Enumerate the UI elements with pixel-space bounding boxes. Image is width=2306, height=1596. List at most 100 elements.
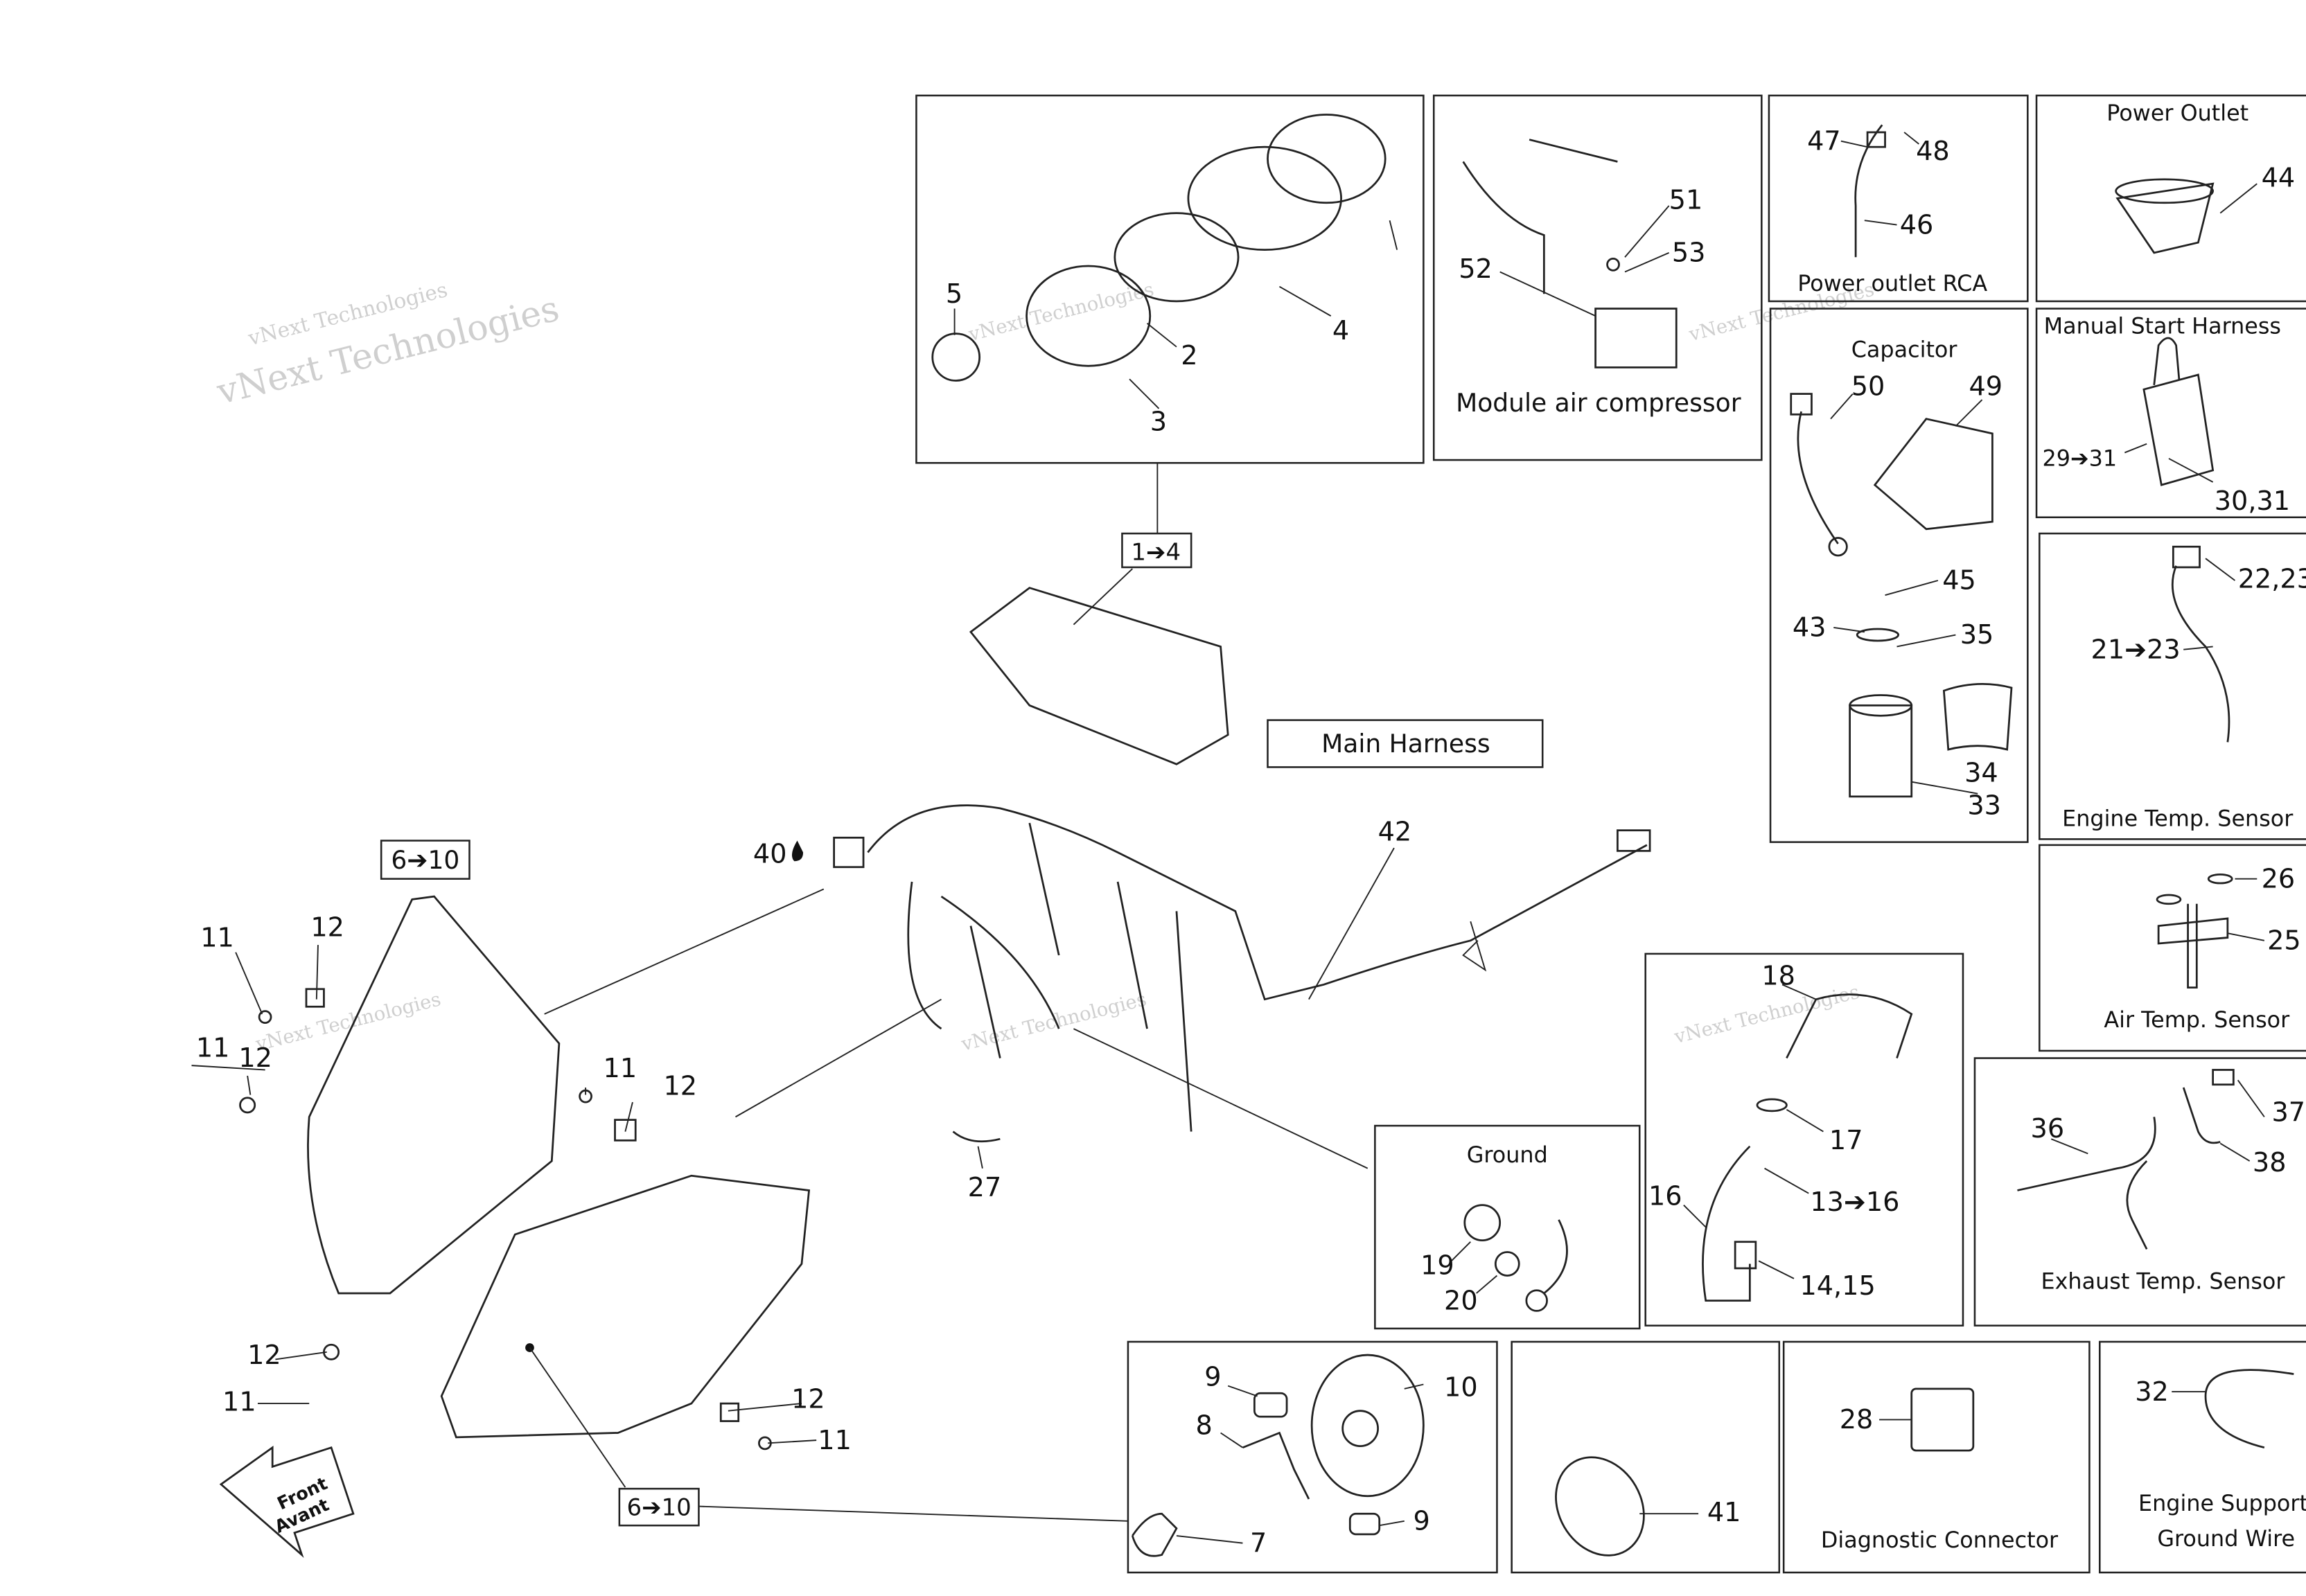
engine-temp-sensor-part <box>2171 565 2230 743</box>
callout: 10 <box>1444 1372 1478 1403</box>
callout: 53 <box>1672 238 1706 269</box>
clamp-part <box>1555 1456 1645 1557</box>
panel-headlight-bulb[interactable]: 9 10 8 9 7 <box>1127 1340 1498 1574</box>
callout: 34 <box>1964 759 1998 789</box>
panel-capacitor[interactable]: Capacitor 50 49 45 43 35 34 33 <box>1769 308 2029 843</box>
main-harness-label-box[interactable] <box>1267 719 1544 768</box>
panel-title: Manual Start Harness <box>2044 313 2281 339</box>
callout: 13➔16 <box>1810 1187 1899 1218</box>
panel-title: Engine Support <box>2138 1490 2306 1516</box>
manual-start-connector-part <box>2142 337 2215 486</box>
callout: 45 <box>1942 566 1976 596</box>
panel-engine-temp-sensor[interactable]: 22,23 21➔23 Engine Temp. Sensor <box>2039 532 2306 840</box>
capacitor-sleeve-part <box>1942 683 2013 751</box>
panel-diagnostic-connector[interactable]: 28 Diagnostic Connector <box>1782 1340 2091 1574</box>
callout: 49 <box>1969 372 2003 402</box>
callout: 47 <box>1807 126 1841 157</box>
headlight-ref-top-box[interactable] <box>380 840 470 880</box>
callout: 50 <box>1851 372 1885 402</box>
bulb-boot-part <box>1253 1392 1288 1418</box>
callout: 25 <box>2267 926 2301 957</box>
panel-air-temp-sensor[interactable]: 26 25 Air Temp. Sensor <box>2039 844 2306 1052</box>
panel-instrument-cluster[interactable]: 5 2 4 3 <box>915 94 1425 464</box>
callout: 12 <box>310 912 344 943</box>
sleeve-27-part <box>952 1130 1001 1143</box>
compressor-module-part <box>1594 308 1678 369</box>
callout: 29➔31 <box>2043 445 2118 472</box>
callout: 36 <box>2031 1114 2065 1144</box>
panel-title: Capacitor <box>1851 337 1958 363</box>
callout: 11 <box>200 923 234 953</box>
exhaust-sleeve-part <box>2182 1087 2221 1144</box>
compressor-hose <box>1462 139 1618 294</box>
callout: 12 <box>791 1384 825 1415</box>
panel-title: Diagnostic Connector <box>1821 1527 2059 1553</box>
headlight-ref-bottom: 6➔10 <box>627 1493 692 1521</box>
cluster-ref-box[interactable] <box>1121 532 1192 569</box>
panel-module-air-compressor[interactable]: 51 53 52 Module air compressor <box>1432 94 1763 461</box>
capacitor-part <box>1849 704 1913 798</box>
callout: 9 <box>1414 1507 1430 1537</box>
grease-drop-icon <box>791 840 804 862</box>
callout: 7 <box>1250 1528 1267 1559</box>
callout: 11 <box>196 1033 230 1063</box>
callout: 46 <box>1900 210 1934 240</box>
panel-title: Air Temp. Sensor <box>2104 1007 2290 1033</box>
callout: 48 <box>1916 136 1950 167</box>
bezel-part <box>1026 265 1152 367</box>
callout: 27 <box>968 1173 1002 1203</box>
callout: 14,15 <box>1799 1271 1875 1302</box>
callout: 12 <box>664 1072 698 1102</box>
panel-title: Power outlet RCA <box>1797 270 1987 296</box>
callout: 37 <box>2271 1098 2305 1128</box>
watermark: vNext Technologies <box>253 987 443 1056</box>
capacitor-bracket-part <box>1873 418 1993 531</box>
panel-title: Engine Temp. Sensor <box>2062 805 2294 831</box>
panel-power-outlet-rca[interactable]: 47 48 46 Power outlet RCA <box>1768 94 2029 303</box>
panel-title: Module air compressor <box>1456 389 1741 418</box>
callout: 4 <box>1332 316 1349 346</box>
panel-engine-support-ground-wire[interactable]: 32 Engine Support Ground Wire <box>2099 1340 2306 1574</box>
callout: 12 <box>247 1340 281 1371</box>
callout: 17 <box>1829 1126 1863 1156</box>
ground-nut-part <box>1463 1204 1502 1241</box>
callout: 3 <box>1150 407 1167 438</box>
coil-cord-part <box>1786 993 1913 1059</box>
callout: 8 <box>1196 1411 1213 1442</box>
callout: 20 <box>1444 1286 1478 1316</box>
callout: 30,31 <box>2215 486 2290 517</box>
callout: 42 <box>1378 817 1412 848</box>
panel-clamp[interactable]: 41 <box>1511 1340 1781 1574</box>
callout: 35 <box>1960 620 1994 650</box>
connector-40-part <box>833 836 865 869</box>
panel-cable-sensor[interactable]: 18 17 13➔16 16 14,15 <box>1644 952 1964 1327</box>
gasket-part <box>1267 114 1387 204</box>
main-harness-part <box>867 804 1648 1132</box>
callout: 11 <box>604 1054 637 1084</box>
callout: 9 <box>1204 1363 1221 1393</box>
headlight-cover-part <box>1310 1354 1425 1498</box>
callout: 43 <box>1793 613 1827 644</box>
panel-manual-start-harness[interactable]: Manual Start Harness 29➔31 30,31 <box>2035 308 2306 519</box>
callout: 2 <box>1181 341 1197 371</box>
panel-exhaust-temp-sensor[interactable]: 37 36 38 Exhaust Temp. Sensor <box>1973 1057 2306 1327</box>
ground-wire-part <box>1543 1219 1568 1295</box>
headlight-ref-bottom-box[interactable] <box>618 1487 700 1527</box>
callout: 5 <box>946 279 962 310</box>
callout: 40 <box>753 839 787 869</box>
headlight-ref-top: 6➔10 <box>391 846 459 875</box>
panel-ground[interactable]: Ground 19 20 <box>1374 1124 1641 1330</box>
panel-power-outlet[interactable]: Power Outlet 44 <box>2035 94 2306 303</box>
screw-part <box>258 1010 272 1024</box>
callout: 21➔23 <box>2091 635 2181 665</box>
callout: 33 <box>1967 790 2001 821</box>
capacitor-wire-part <box>1797 411 1839 544</box>
bulb-clip-part <box>1242 1431 1310 1500</box>
diagnostic-connector-part <box>1910 1387 1975 1452</box>
instrument-cluster-part <box>969 587 1229 765</box>
rca-wire-part <box>1854 124 1883 258</box>
bulb-part <box>1131 1512 1178 1557</box>
callout: 32 <box>2135 1377 2169 1408</box>
